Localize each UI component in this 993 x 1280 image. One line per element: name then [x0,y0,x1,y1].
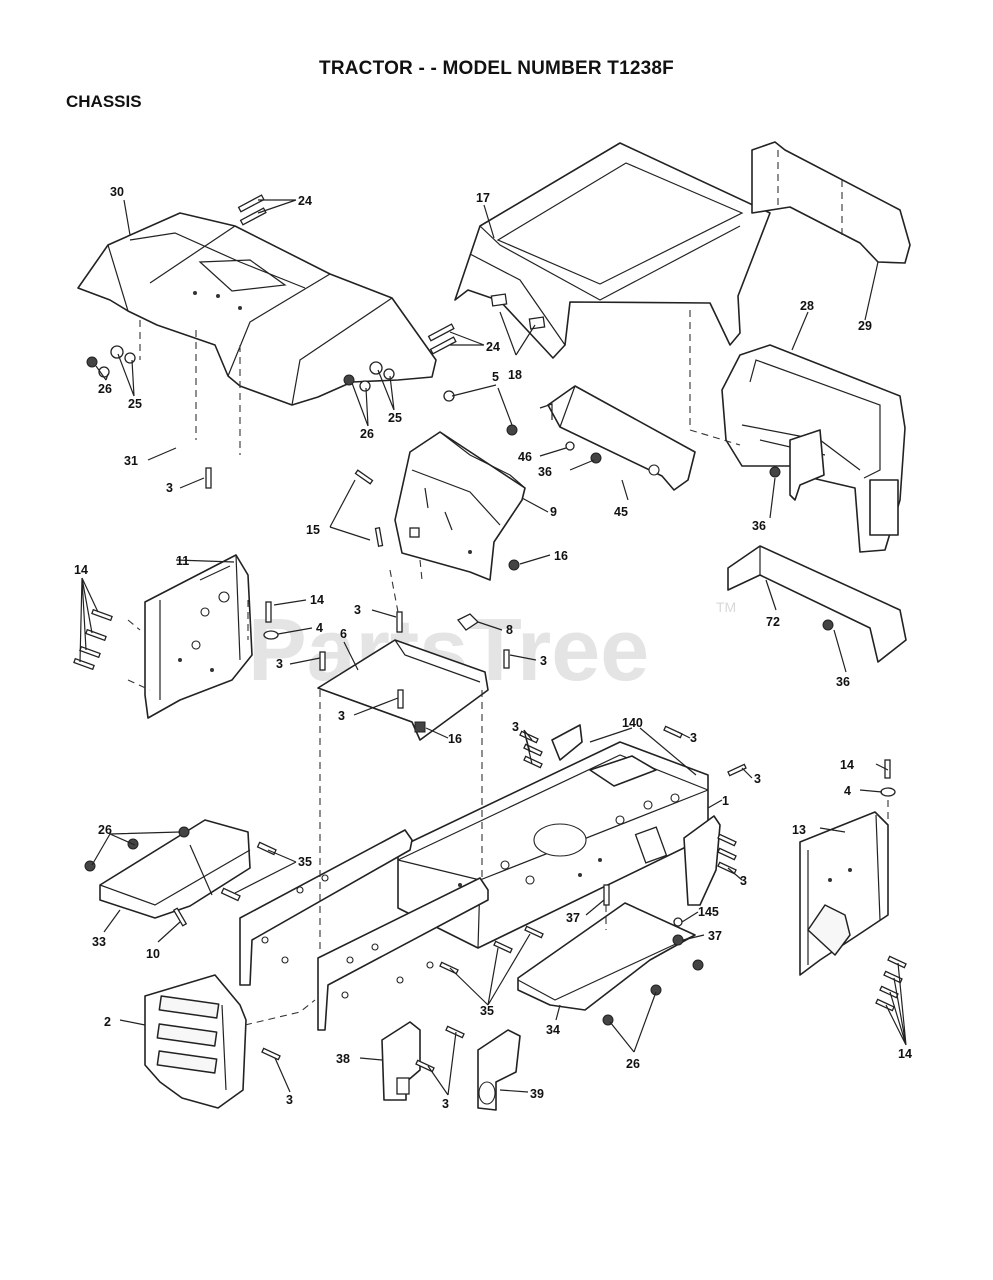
callout-label: 14 [898,1047,912,1061]
hardware [73,194,907,1073]
frame-right-bracket [551,724,721,906]
part-30-fender [77,212,437,406]
callout-label: 13 [792,823,806,837]
callout-label: 3 [338,709,345,723]
part-38-bracket [381,1021,421,1101]
callout-label: 15 [306,523,320,537]
callout-label: 24 [486,340,500,354]
part-28-dash-frame [721,344,906,553]
callout-label: 33 [92,935,106,949]
callout-label: 4 [316,621,323,635]
part-39-bracket [477,1029,521,1111]
part-34-footrest [517,902,696,1011]
callout-label: 4 [844,784,851,798]
callout-label: 3 [540,654,547,668]
part-9-bracket [394,431,526,581]
part-72-panel [727,545,907,663]
callout-label: 31 [124,454,138,468]
callout-label: 26 [360,427,374,441]
callout-label: 36 [538,465,552,479]
callout-label: 14 [840,758,854,772]
callout-label: 37 [708,929,722,943]
frame-left-rail [239,829,413,986]
callout-label: 24 [298,194,312,208]
part-17-seat-cover [454,142,771,359]
callout-label: 16 [554,549,568,563]
part-11-side-plate [144,554,253,719]
part-2-front-plate [144,974,247,1109]
callout-label: 17 [476,191,490,205]
leader-lines [79,199,907,1096]
callout-label: 14 [310,593,324,607]
callout-label: 8 [506,623,513,637]
callout-label: 10 [146,947,160,961]
part-13-side-plate [799,811,889,976]
callout-label: 6 [340,627,347,641]
alignment-lines [127,310,889,1026]
callout-label: 3 [740,874,747,888]
callout-label: 3 [512,720,519,734]
part-33-footrest [99,819,251,919]
watermark: PartsTree TM [248,599,736,699]
callout-label: 26 [98,823,112,837]
callout-label: 29 [858,319,872,333]
callout-label: 3 [286,1093,293,1107]
callout-label: 9 [550,505,557,519]
callout-label: 36 [836,675,850,689]
frame-right-rail [317,877,489,1031]
callout-label: 3 [690,731,697,745]
callout-label: 26 [626,1057,640,1071]
callout-label: 38 [336,1052,350,1066]
section-title: CHASSIS [66,92,142,111]
callout-label: 14 [74,563,88,577]
callout-label: 16 [448,732,462,746]
watermark-tm: TM [716,599,736,615]
callout-label: 3 [354,603,361,617]
callout-label: 26 [98,382,112,396]
callout-label: 3 [442,1097,449,1111]
callout-label: 25 [128,397,142,411]
part-29-seat-panel [751,141,911,264]
callout-label: 11 [176,554,189,568]
callout-label: 145 [698,905,719,919]
callout-label: 72 [766,615,780,629]
callout-label: 45 [614,505,628,519]
callout-label: 3 [276,657,283,671]
part-45-channel [539,385,696,491]
callout-label: 140 [622,716,643,730]
callout-label: 3 [754,772,761,786]
callout-label: 39 [530,1087,544,1101]
callout-label: 25 [388,411,402,425]
callout-label: 3 [166,481,173,495]
callout-label: 30 [110,185,124,199]
callout-label: 35 [298,855,312,869]
callout-label: 28 [800,299,814,313]
callout-label: 36 [752,519,766,533]
callout-label: 37 [566,911,580,925]
callout-label: 18 [508,368,522,382]
callout-labels: 30 24 17 29 28 24 18 26 25 26 25 5 31 3 … [74,185,912,1111]
callout-label: 34 [546,1023,560,1037]
callout-label: 5 [492,370,499,384]
page-title: TRACTOR - - MODEL NUMBER T1238F [319,58,674,79]
callout-label: 35 [480,1004,494,1018]
callout-label: 2 [104,1015,111,1029]
callout-label: 46 [518,450,532,464]
callout-label: 1 [722,794,729,808]
